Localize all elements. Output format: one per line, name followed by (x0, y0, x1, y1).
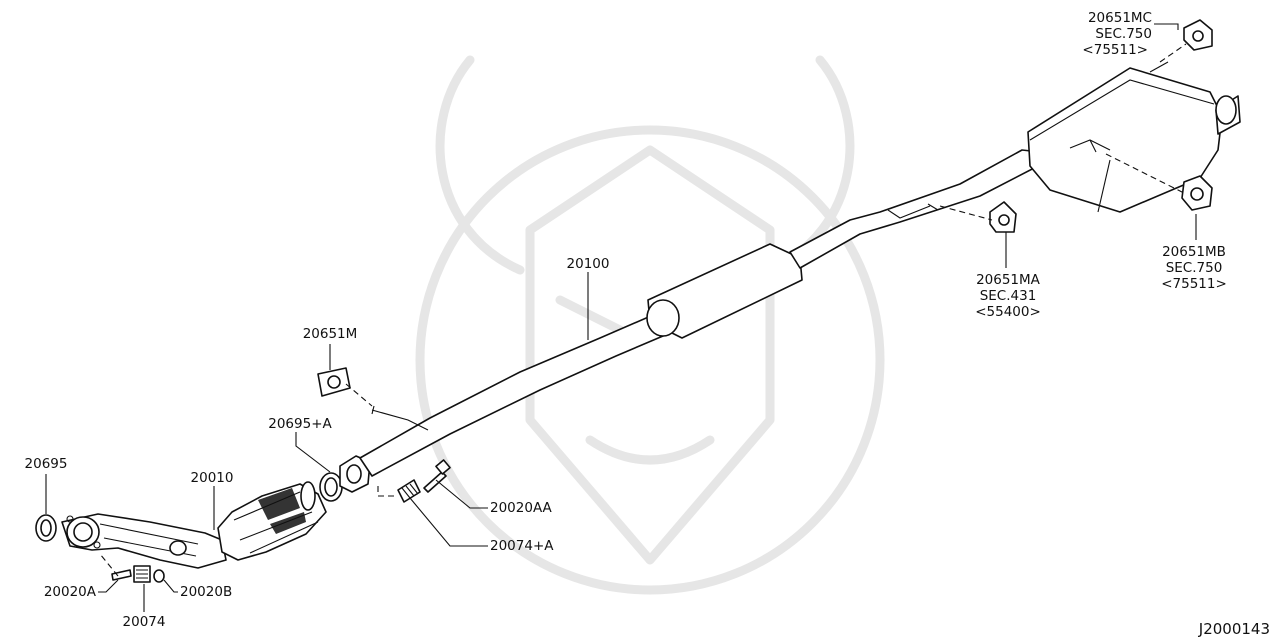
callout-20651MB: 20651MB SEC.750 <75511> (1161, 244, 1227, 292)
section-ref: SEC.431 (980, 288, 1037, 304)
part-number: 20651MB (1162, 244, 1226, 260)
hanger-20651MB (1181, 175, 1213, 211)
sub-ref: <55400> (975, 304, 1041, 320)
sub-ref: <75511> (1161, 276, 1227, 292)
alignment-lines (99, 43, 1187, 577)
callout-20100: 20100 (567, 256, 610, 272)
callout-20651MA: 20651MA SEC.431 <55400> (975, 272, 1041, 320)
hanger-20651M (317, 367, 351, 397)
part-number: 20651MC (1088, 10, 1152, 26)
catalytic-converter (217, 481, 327, 561)
callout-20651MC: 20651MC SEC.750 <75511> (1082, 10, 1152, 58)
callout-20010: 20010 (191, 470, 234, 486)
spring-20074A (397, 479, 421, 503)
gasket-20695 (35, 514, 57, 542)
part-number: 20651MA (976, 272, 1041, 288)
center-pipe-front-flange (339, 455, 371, 493)
callout-20074: 20074 (123, 614, 166, 630)
leader-lines (45, 23, 1197, 612)
front-exhaust-tube-assembly (61, 513, 227, 569)
center-muffler-pipe (359, 149, 1041, 477)
gasket-20695A (319, 472, 343, 502)
hanger-20651MC (1183, 19, 1213, 51)
bolt-20020AA (423, 459, 451, 493)
callout-20695: 20695 (25, 456, 68, 472)
callout-20020AA: 20020AA (490, 500, 553, 516)
callout-20074A: 20074+A (490, 538, 554, 554)
section-ref: SEC.750 (1095, 26, 1152, 42)
main-muffler (1027, 61, 1241, 213)
callout-20020B: 20020B (180, 584, 232, 600)
section-ref: SEC.750 (1166, 260, 1223, 276)
nut-20020B (153, 569, 165, 583)
diagram-id: J2000143 (1198, 620, 1270, 638)
hanger-20651MA (989, 201, 1017, 233)
sub-ref: <75511> (1082, 42, 1148, 58)
callout-20020A: 20020A (44, 584, 97, 600)
bolt-20020A (111, 569, 132, 581)
spring-20074 (133, 565, 151, 583)
callout-20651M: 20651M (303, 326, 358, 342)
callout-20695A: 20695+A (268, 416, 332, 432)
